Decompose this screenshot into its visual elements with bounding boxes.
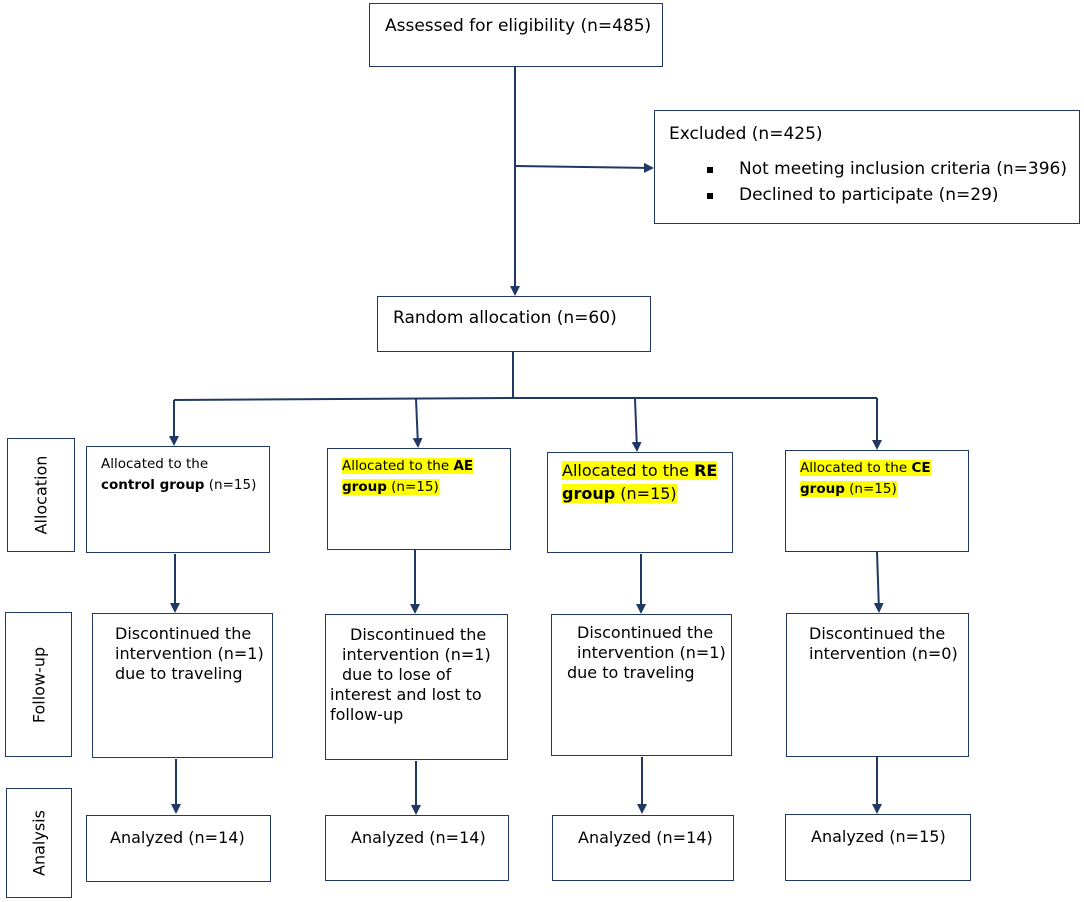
allocation-ae-line2: group (n=15) <box>342 479 439 495</box>
allocation-side-label: Allocation <box>7 438 75 552</box>
arrow-to-excluded <box>514 162 654 173</box>
allocation-ce-box: Allocated to the CE group (n=15) <box>785 450 969 552</box>
allocation-control-line2: control group (n=15) <box>101 477 257 493</box>
excluded-item-1: Not meeting inclusion criteria (n=396) <box>739 159 1067 179</box>
analysis-label: Analysis <box>29 810 49 876</box>
followup-side-label: Follow-up <box>5 612 72 757</box>
allocation-label: Allocation <box>31 455 51 535</box>
allocation-ae-line1: Allocated to the AE <box>342 458 474 474</box>
followup-ae-line3: due to lose of <box>342 665 452 684</box>
followup-control-line3: due to traveling <box>115 664 243 683</box>
analysis-control-box: Analyzed (n=14) <box>86 815 271 882</box>
arrow-ce-followup <box>873 551 884 613</box>
analysis-ae-text: Analyzed (n=14) <box>351 828 486 847</box>
random-allocation-box: Random allocation (n=60) <box>377 296 651 352</box>
followup-ce-line1: Discontinued the <box>809 624 946 643</box>
random-text: Random allocation (n=60) <box>393 308 617 328</box>
analysis-ae-box: Analyzed (n=14) <box>325 815 509 881</box>
followup-ae-line1: Discontinued the <box>350 625 487 644</box>
allocation-control-box: Allocated to the control group (n=15) <box>86 446 270 553</box>
followup-ce-box: Discontinued the intervention (n=0) <box>786 613 969 757</box>
allocation-re-line2: group (n=15) <box>562 484 677 503</box>
allocation-re-line1: Allocated to the RE <box>562 461 718 480</box>
analysis-side-label: Analysis <box>6 788 72 898</box>
followup-ae-line5: follow-up <box>330 705 404 724</box>
assessed-text: Assessed for eligibility (n=485) <box>385 16 652 36</box>
arrow-to-re <box>631 398 642 452</box>
followup-label: Follow-up <box>29 646 48 723</box>
excluded-title: Excluded (n=425) <box>669 124 823 144</box>
followup-re-line3: due to traveling <box>567 663 695 682</box>
arrow-to-ae <box>412 398 423 448</box>
bullet-icon <box>707 193 713 199</box>
assessed-box: Assessed for eligibility (n=485) <box>369 3 663 67</box>
excluded-box: Excluded (n=425) Not meeting inclusion c… <box>654 110 1080 224</box>
allocation-re-box: Allocated to the RE group (n=15) <box>547 452 733 553</box>
followup-re-line1: Discontinued the <box>577 623 714 642</box>
allocation-ae-box: Allocated to the AE group (n=15) <box>327 448 511 550</box>
analysis-re-box: Analyzed (n=14) <box>552 815 734 881</box>
analysis-ce-box: Analyzed (n=15) <box>785 814 971 881</box>
followup-control-line1: Discontinued the <box>115 624 252 643</box>
followup-ae-line4: interest and lost to <box>330 685 482 704</box>
analysis-ce-text: Analyzed (n=15) <box>811 827 946 846</box>
analysis-control-text: Analyzed (n=14) <box>110 828 245 847</box>
allocation-ce-line1: Allocated to the CE <box>800 460 931 476</box>
analysis-re-text: Analyzed (n=14) <box>578 828 713 847</box>
followup-re-box: Discontinued the intervention (n=1) due … <box>551 614 732 756</box>
excluded-item-2: Declined to participate (n=29) <box>739 185 999 205</box>
followup-control-line2: intervention (n=1) <box>115 644 264 663</box>
bullet-icon <box>707 167 713 173</box>
line-branch <box>173 397 877 401</box>
allocation-control-line1: Allocated to the <box>101 456 209 472</box>
followup-control-box: Discontinued the intervention (n=1) due … <box>92 613 273 758</box>
followup-ae-line2: intervention (n=1) <box>342 645 491 664</box>
allocation-ce-line2: group (n=15) <box>800 481 897 497</box>
followup-re-line2: intervention (n=1) <box>577 643 726 662</box>
followup-ce-line2: intervention (n=0) <box>809 644 958 663</box>
followup-ae-box: Discontinued the intervention (n=1) due … <box>325 614 508 760</box>
